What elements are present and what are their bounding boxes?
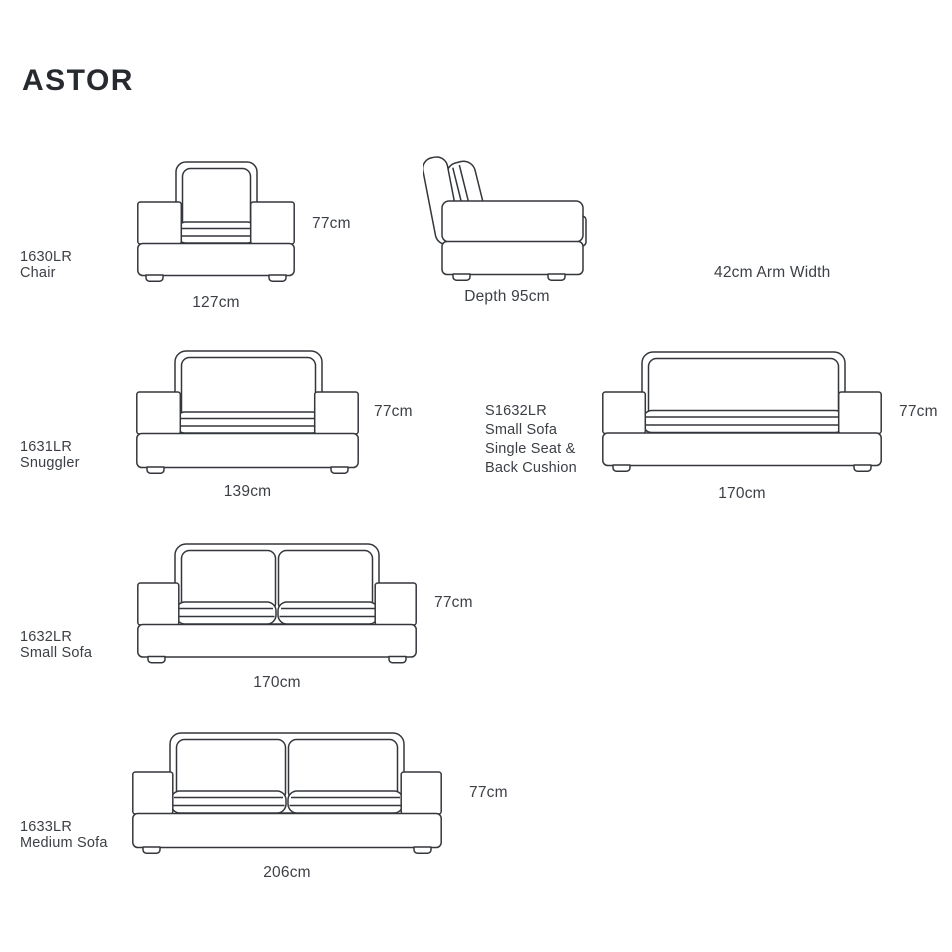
page-title: ASTOR <box>22 64 134 97</box>
product-label-small-sofa: 1632LR Small Sofa <box>20 629 92 661</box>
height-dimension-snuggler: 77cm <box>374 403 413 420</box>
width-dimension-medium-sofa: 206cm <box>263 864 311 881</box>
product-code: 1632LR <box>20 629 72 645</box>
product-name: Single Seat & <box>485 441 576 457</box>
depth-dimension: Depth 95cm <box>464 288 550 305</box>
product-name: Back Cushion <box>485 460 577 476</box>
snuggler-front-drawing <box>136 350 359 474</box>
medium-sofa-front-drawing <box>132 732 442 854</box>
small-sofa-front-drawing <box>137 543 417 664</box>
height-dimension-medium-sofa: 77cm <box>469 784 508 801</box>
product-label-chair: 1630LR Chair <box>20 249 72 281</box>
width-dimension-small-sofa: 170cm <box>253 674 301 691</box>
width-dimension-chair: 127cm <box>192 294 240 311</box>
height-dimension-chair: 77cm <box>312 215 351 232</box>
product-name: Small Sofa <box>20 645 93 661</box>
product-code: 1633LR <box>20 819 72 835</box>
product-code: 1631LR <box>20 439 72 455</box>
product-label-medium-sofa: 1633LR Medium Sofa <box>20 819 108 851</box>
arm-width-dimension: 42cm Arm Width <box>714 264 831 281</box>
sofa-side-view-drawing <box>423 156 587 281</box>
product-label-single-seat-sofa: S1632LR Small Sofa Single Seat & Back Cu… <box>485 402 577 478</box>
width-dimension-snuggler: 139cm <box>223 483 272 500</box>
height-dimension-small-sofa: 77cm <box>434 594 473 611</box>
product-name: Chair <box>20 265 56 281</box>
single-seat-sofa-front-drawing <box>602 351 882 472</box>
chair-front-drawing <box>137 161 295 282</box>
product-code: 1630LR <box>20 249 72 265</box>
product-label-snuggler: 1631LR Snuggler <box>20 439 80 471</box>
product-name: Medium Sofa <box>20 835 108 851</box>
width-dimension-single-seat-sofa: 170cm <box>718 485 766 502</box>
height-dimension-single-seat-sofa: 77cm <box>899 403 938 420</box>
product-code: S1632LR <box>485 403 547 419</box>
product-name: Snuggler <box>20 455 80 471</box>
product-name: Small Sofa <box>485 422 558 438</box>
